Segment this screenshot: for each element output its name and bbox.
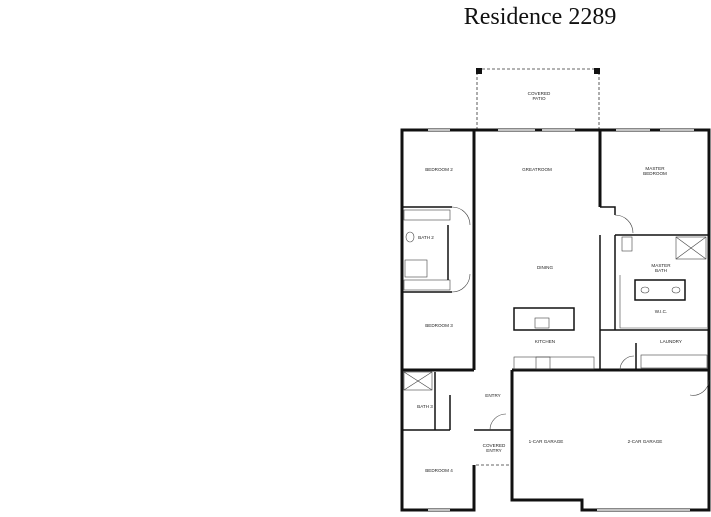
label-master-bedroom-2: BEDROOM [643, 171, 667, 176]
label-2-car-garage: 2-CAR GARAGE [628, 439, 663, 444]
label-bedroom-4: BEDROOM 4 [425, 468, 453, 473]
covered-patio [476, 68, 600, 131]
label-covered-entry-2: ENTRY [486, 448, 502, 453]
label-covered-patio-2: PATIO [532, 96, 546, 101]
label-covered-entry: COVERED [483, 443, 506, 448]
label-bedroom-3: BEDROOM 3 [425, 323, 453, 328]
label-master-bath-2: BATH [655, 268, 667, 273]
label-master-bath: MASTER [651, 263, 671, 268]
room-labels: COVERED PATIO BEDROOM 2 GREATROOM MASTER… [417, 91, 682, 473]
doors [451, 206, 710, 431]
label-kitchen: KITCHEN [535, 339, 555, 344]
label-laundry: LAUNDRY [660, 339, 682, 344]
page-title: Residence 2289 [463, 4, 617, 30]
label-bedroom-2: BEDROOM 2 [425, 167, 453, 172]
label-covered-patio: COVERED [528, 91, 551, 96]
label-wic: W.I.C. [655, 309, 668, 314]
exterior-walls [400, 128, 711, 512]
label-1-car-garage: 1-CAR GARAGE [529, 439, 564, 444]
interior-walls [402, 206, 709, 466]
label-greatroom: GREATROOM [522, 167, 552, 172]
label-master-bedroom: MASTER [645, 166, 665, 171]
label-entry: ENTRY [485, 393, 501, 398]
label-dining: DINING [537, 265, 554, 270]
label-bath-2: BATH 2 [418, 235, 434, 240]
windows [428, 129, 694, 511]
label-bath-3: BATH 3 [417, 404, 433, 409]
